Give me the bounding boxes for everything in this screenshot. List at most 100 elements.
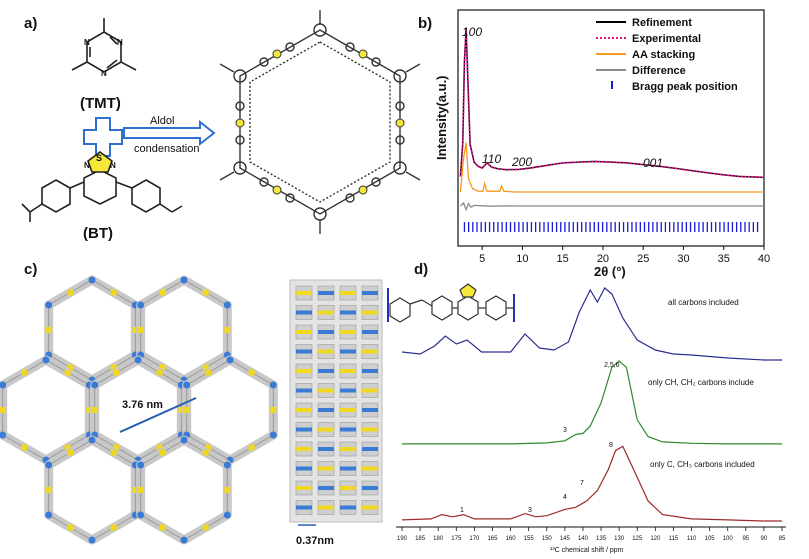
xrd-x-tick-label: 15 [557, 253, 569, 265]
node-atom [180, 276, 188, 284]
stack-band [318, 466, 334, 471]
nmr-annot-1: 1 [460, 507, 464, 514]
nmr-molecule-sketch [387, 283, 515, 323]
stack-band [296, 486, 312, 490]
bt-unit [110, 449, 117, 456]
bt-unit [110, 364, 117, 371]
bt-unit [67, 364, 74, 371]
stack-band [340, 408, 356, 412]
xrd-plot-frame [457, 9, 765, 247]
node-atom [88, 436, 96, 444]
stack-band [318, 408, 334, 412]
nmr-annot-3-green: 3 [563, 427, 567, 434]
stack-band [362, 466, 378, 471]
xrd-x-tick-label: 10 [516, 253, 528, 265]
nmr-series-group [401, 287, 782, 522]
bt-unit [224, 487, 231, 493]
stack-band [340, 349, 356, 354]
layer-stacking-view [289, 279, 383, 523]
arrow-label-condensation: condensation [134, 143, 199, 155]
bt-unit [159, 449, 166, 456]
stack-band [296, 408, 312, 412]
nmr-x-tick-label: 130 [614, 536, 625, 542]
node-atom [223, 511, 231, 519]
stack-band [362, 486, 378, 490]
bt-unit [205, 444, 212, 451]
bt-unit [110, 524, 117, 531]
peak-label-100: 100 [462, 25, 482, 39]
bt-unit [205, 369, 212, 376]
stack-band [362, 330, 378, 334]
bt-unit [64, 444, 71, 451]
stack-band [296, 427, 312, 432]
stack-band [296, 447, 312, 451]
nmr-x-tick-label: 165 [487, 536, 498, 542]
nmr-x-tick-label: 140 [578, 536, 589, 542]
stack-band [340, 330, 356, 334]
nmr-x-tick-label: 135 [596, 536, 607, 542]
node-atom [223, 461, 231, 469]
bt-unit [183, 407, 190, 413]
peak-label-200: 200 [511, 155, 532, 169]
panel-c: c) 3.76 nm 0.37nm [0, 261, 383, 547]
bt-unit [113, 369, 120, 376]
xrd-series-group [459, 28, 765, 212]
nmr-annot-7: 7 [580, 480, 584, 487]
nmr-annot-8: 8 [609, 442, 613, 449]
xrd-series-experimental [459, 28, 765, 179]
nmr-x-tick-label: 170 [469, 536, 480, 542]
stack-band [340, 447, 356, 451]
bt-unit [110, 289, 117, 296]
stack-band [318, 349, 334, 354]
bt-unit [113, 444, 120, 451]
svg-text:N: N [110, 161, 116, 170]
node-atom [180, 436, 188, 444]
bt-unit [159, 524, 166, 531]
stack-band [362, 505, 378, 510]
node-atom [137, 301, 145, 309]
bt-unit [178, 407, 185, 413]
bt-unit [156, 444, 163, 451]
stack-band [296, 388, 312, 393]
stack-band [318, 427, 334, 432]
bt-unit [67, 524, 74, 531]
pore-wall [136, 435, 232, 545]
svg-text:N: N [84, 38, 90, 47]
bt-unit [67, 449, 74, 456]
nmr-x-tick-label: 155 [524, 536, 535, 542]
nmr-x-tick-label: 190 [397, 536, 408, 542]
bt-unit [132, 487, 139, 493]
xrd-y-axis-label: Intensity(a.u.) [434, 75, 449, 160]
xrd-x-axis-label: 2θ (°) [594, 264, 626, 279]
legend-entry-label: Experimental [632, 33, 701, 45]
xrd-series-aa-stacking [459, 142, 764, 193]
node-atom [45, 301, 53, 309]
node-atom [226, 356, 234, 364]
nmr-x-tick-label: 180 [433, 536, 444, 542]
nmr-x-tick-label: 150 [542, 536, 553, 542]
bt-label: (BT) [83, 225, 113, 242]
reaction-arrow [123, 119, 216, 147]
legend-entry-label: AA stacking [632, 49, 695, 61]
cof-hexagon-structure [219, 10, 421, 234]
nmr-x-axis-label: ¹³C chemical shift / ppm [550, 547, 624, 554]
nmr-x-tick-label: 105 [705, 536, 716, 542]
node-atom [45, 511, 53, 519]
stack-band [296, 349, 312, 354]
bt-unit [248, 444, 255, 451]
stack-band [340, 291, 356, 295]
svg-text:N: N [84, 161, 90, 170]
node-atom [180, 536, 188, 544]
stack-band [318, 447, 334, 451]
stack-band [362, 408, 378, 412]
nmr-annot-4: 4 [563, 494, 567, 501]
layer-spacing-label: 0.37nm [296, 535, 334, 547]
tmt-molecule [71, 18, 137, 73]
panel-c-label: c) [24, 261, 37, 278]
stack-band [318, 330, 334, 334]
stack-band [362, 349, 378, 354]
